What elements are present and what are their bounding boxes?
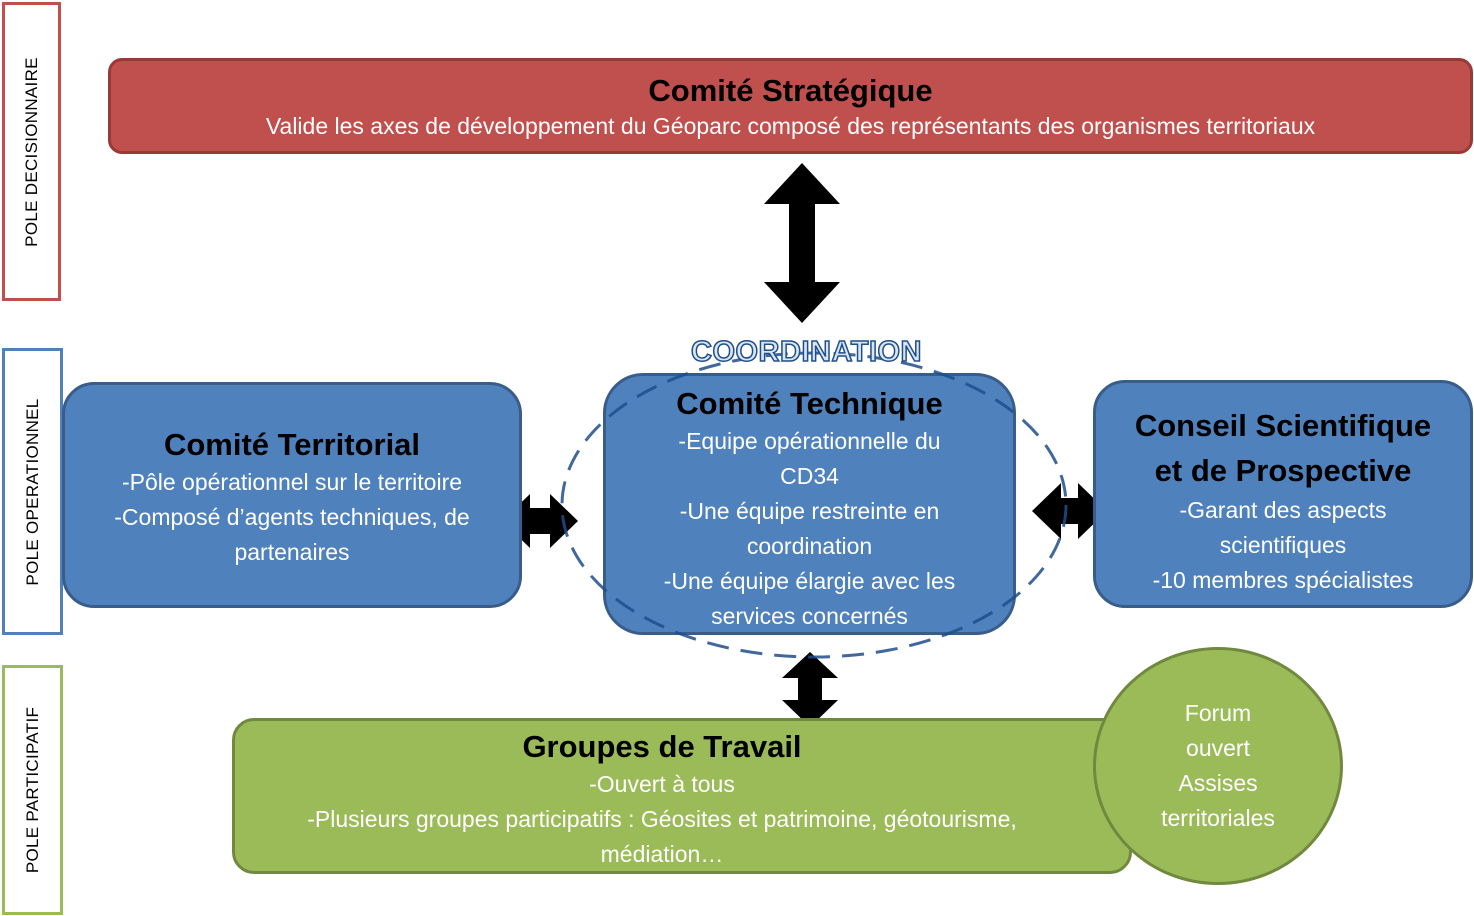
comite-technique-line-6: services concernés — [711, 603, 908, 629]
comite-territorial-line-3: partenaires — [234, 539, 350, 565]
groupes-travail-line-3: médiation… — [600, 841, 724, 867]
conseil-scientifique-title-2: et de Prospective — [1154, 453, 1412, 488]
comite-technique-line-1: -Equipe opérationnelle du — [678, 428, 941, 454]
conseil-scientifique-line-2: scientifiques — [1219, 532, 1347, 558]
pole-operationnel: POLE OPERATIONNEL — [2, 348, 63, 635]
conseil-scientifique-title-1: Conseil Scientifique — [1134, 408, 1432, 443]
comite-strategique-box: Comité Stratégique Valide les axes de dé… — [108, 58, 1473, 154]
groupes-travail-title: Groupes de Travail — [522, 729, 802, 764]
comite-territorial-line-1: -Pôle opérationnel sur le territoire — [121, 469, 463, 495]
comite-technique-line-5: -Une équipe élargie avec les — [663, 568, 956, 594]
comite-strategique-title: Comité Stratégique — [648, 73, 933, 108]
comite-technique-box: Comité Technique -Equipe opérationnelle … — [603, 373, 1016, 635]
strategic-technical-arrow — [764, 163, 840, 323]
forum-line-1: Forum — [1184, 700, 1252, 726]
comite-technique-title: Comité Technique — [676, 386, 943, 421]
pole-decisionnaire: POLE DECISIONNAIRE — [2, 2, 61, 301]
forum-line-4: territoriales — [1161, 805, 1275, 831]
technical-groupes-arrow — [782, 652, 838, 727]
comite-strategique-desc: Valide les axes de développement du Géop… — [265, 113, 1316, 139]
comite-territorial-box: Comité Territorial -Pôle opérationnel su… — [62, 382, 522, 608]
forum-line-3: Assises — [1178, 770, 1258, 796]
coordination-label: COORDINATION — [690, 335, 923, 369]
comite-technique-line-3: -Une équipe restreinte en — [679, 498, 940, 524]
comite-technique-line-2: CD34 — [780, 463, 839, 489]
groupes-travail-line-1: -Ouvert à tous — [589, 771, 735, 797]
comite-technique-line-4: coordination — [746, 533, 873, 559]
forum-circle: Forum ouvert Assises territoriales — [1093, 647, 1343, 885]
forum-line-2: ouvert — [1186, 735, 1250, 761]
conseil-scientifique-line-3: -10 membres spécialistes — [1152, 567, 1414, 593]
groupes-travail-line-2: -Plusieurs groupes participatifs : Géosi… — [307, 806, 1017, 832]
comite-territorial-line-2: -Composé d’agents techniques, de — [114, 504, 470, 530]
groupes-travail-box: Groupes de Travail -Ouvert à tous -Plusi… — [232, 718, 1132, 874]
conseil-scientifique-line-1: -Garant des aspects — [1179, 497, 1387, 523]
conseil-scientifique-box: Conseil Scientifique et de Prospective -… — [1093, 380, 1473, 608]
pole-participatif: POLE PARTICIPATIF — [2, 665, 63, 915]
comite-territorial-title: Comité Territorial — [163, 427, 421, 462]
